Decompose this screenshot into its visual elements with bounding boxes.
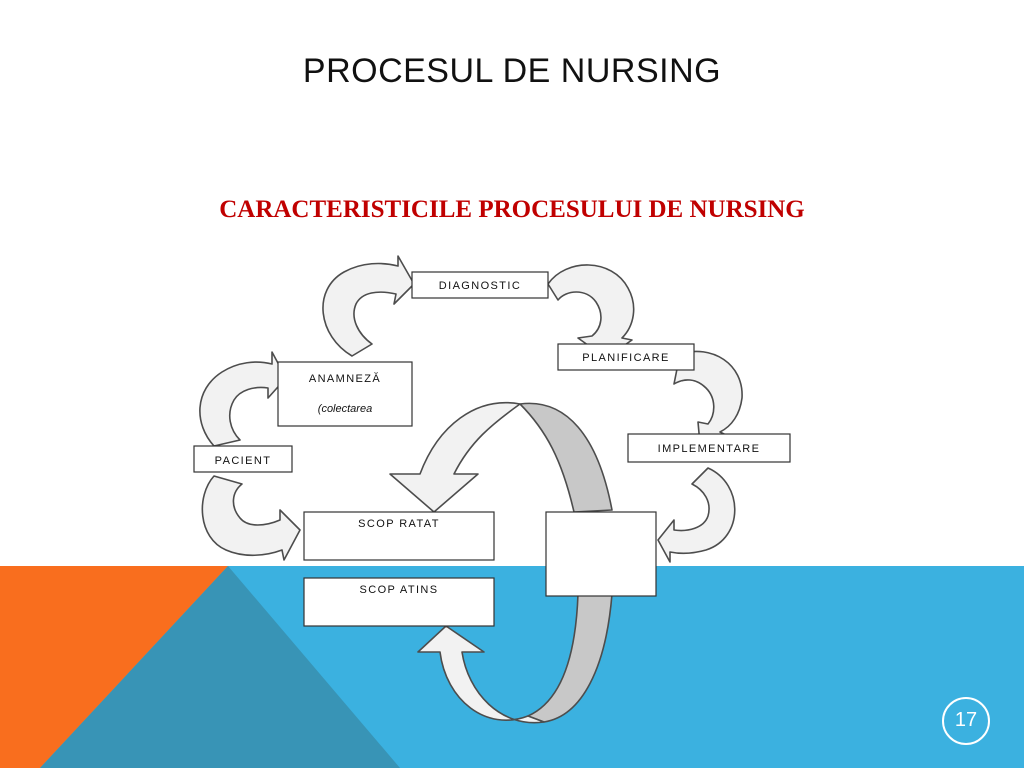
slide-title: PROCESUL DE NURSING	[302, 52, 722, 90]
page-number: 17	[954, 709, 978, 731]
anamneza-label: ANAMNEZĂ	[309, 372, 381, 385]
loop-band-upper	[519, 402, 613, 513]
anamneza-box	[277, 361, 413, 427]
curved-arrow-to-anamneza	[199, 351, 287, 447]
pacient-box	[193, 445, 293, 473]
page-number-circle	[942, 697, 990, 745]
planificare-box	[557, 343, 695, 371]
curved-arrow-to-planificare	[547, 264, 635, 359]
center-box	[545, 511, 657, 597]
loop-arrow-upper	[389, 402, 521, 513]
loop-arrow-lower	[417, 625, 545, 724]
teal-triangle	[40, 566, 400, 768]
diagram-subtitle: CARACTERISTICILE PROCESULUI DE NURSING	[219, 196, 805, 223]
scop-ratat-box	[303, 511, 495, 561]
scop-atins-box	[303, 577, 495, 627]
diagnostic-label: DIAGNOSTIC	[439, 280, 521, 292]
anamneza-sub-label: (colectarea	[318, 403, 372, 415]
scop-ratat-label: SCOP RATAT	[358, 518, 440, 530]
curved-arrow-to-diagnostic	[322, 255, 415, 357]
pacient-label: PACIENT	[215, 455, 272, 467]
curved-arrow-to-scop-ratat	[201, 475, 301, 561]
implementare-box	[627, 433, 791, 463]
scop-atins-label: SCOP ATINS	[359, 584, 438, 596]
implementare-label: IMPLEMENTARE	[658, 443, 761, 455]
planificare-label: PLANIFICARE	[582, 352, 670, 364]
loop-band-lower	[527, 593, 613, 723]
orange-triangle	[0, 566, 228, 768]
curved-arrow-to-center	[657, 467, 736, 563]
diagnostic-box	[411, 271, 549, 299]
